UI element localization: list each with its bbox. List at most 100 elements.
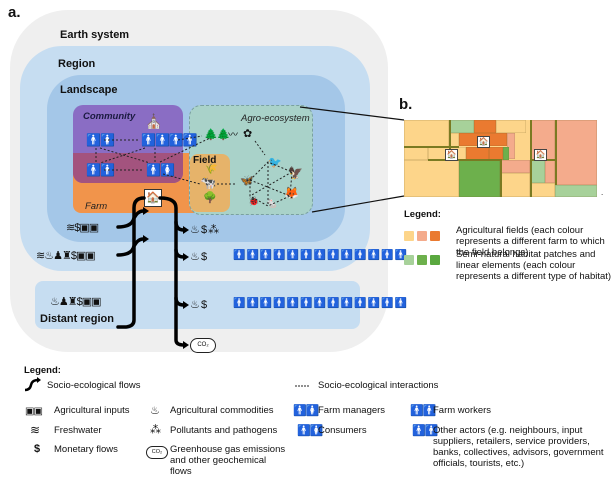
consumer-icon: 🚹 xyxy=(394,298,407,309)
church-icon: ⛪ xyxy=(145,113,162,129)
consumer-icon: 🚹 xyxy=(259,250,273,261)
map-patch xyxy=(500,173,530,197)
dollar-icon: $ xyxy=(76,296,83,308)
inflow-row-distant: ♨♟♜$▣▣ xyxy=(50,296,102,308)
field-label: Field xyxy=(193,155,217,166)
hedgerow xyxy=(555,120,557,185)
map-patch xyxy=(474,120,496,133)
hedgerow xyxy=(449,120,451,160)
consumer-icon: 🚹 xyxy=(286,298,300,309)
map-patch xyxy=(496,120,526,133)
interaction-line xyxy=(177,135,203,141)
panel-b-label: b. xyxy=(399,96,413,113)
legend-freshwater: Freshwater xyxy=(54,425,102,436)
consumer-icon: 🚹 xyxy=(273,298,286,309)
dollar-icon: $ xyxy=(74,222,80,234)
map-patch xyxy=(530,160,545,183)
dollar-icon: $ xyxy=(200,251,207,263)
farm-managers-icon-farm: 🚹🚺 xyxy=(146,163,175,177)
consumer-icon: 🚹 xyxy=(300,250,313,261)
river-icon: 〰 xyxy=(228,130,238,141)
map-patch xyxy=(507,133,515,159)
consumer-icon: 🚹 xyxy=(380,298,394,309)
arrowhead xyxy=(143,235,149,243)
swatch xyxy=(430,230,440,241)
consumers-row-region: 🚹🚹🚹🚹🚹🚹🚹🚹🚹🚹🚹🚹🚹 xyxy=(233,250,407,262)
habitat-legend-text: Semi-natural habitat patches and linear … xyxy=(456,249,612,282)
interaction-line xyxy=(249,179,291,197)
consumers-icon: 🚹🚹🚹🚹 xyxy=(141,133,198,147)
consumer-icon: 🚹 xyxy=(380,250,394,261)
hedgerow xyxy=(530,120,532,197)
consumer-icon: 🚹 xyxy=(394,250,407,261)
farm-managers-icon: 🚹🚺 xyxy=(86,133,115,147)
agricultural-commodities-icon: ♨ xyxy=(44,250,54,262)
interaction-line xyxy=(99,147,146,164)
legend-managers: Farm managers xyxy=(318,405,386,416)
landscape-label: Landscape xyxy=(60,84,118,96)
legend-consumers: Consumers xyxy=(318,425,367,436)
consumer-icon: 🚹 xyxy=(300,298,313,309)
consumer-icon: 🚹 xyxy=(340,298,354,309)
map-patch xyxy=(404,120,449,147)
interaction-line xyxy=(254,140,266,156)
consumer-icon: 🚹 xyxy=(367,298,380,309)
consumer-icon: 🚹 xyxy=(246,250,259,261)
consumer-icon: 🚹 xyxy=(233,298,246,309)
consumer-icon: 🚹 xyxy=(313,250,327,261)
agricultural-inputs-icon: ▣▣ xyxy=(81,296,102,308)
distant-region-box xyxy=(35,281,360,329)
map-patch xyxy=(503,147,509,160)
consumer-icon: 🚹 xyxy=(286,250,300,261)
field-color-swatches xyxy=(404,227,443,245)
swatch xyxy=(404,230,414,241)
zoom-line-bottom xyxy=(311,195,405,213)
legend-title: Legend: xyxy=(24,365,61,376)
consumer-icon: 🚹 xyxy=(246,298,259,309)
bird-icon: 🐦 xyxy=(268,157,282,169)
pollutants-icon: ⁂ xyxy=(150,424,161,436)
earth-system-label: Earth system xyxy=(60,29,130,41)
legend-flows: Socio-ecological flows xyxy=(47,380,141,391)
map-patch xyxy=(489,147,503,160)
tree-icon: 🌳 xyxy=(203,192,217,204)
insect-icon: 🐞 xyxy=(248,196,259,206)
farm-workers-icon: 🚹🚹 xyxy=(86,163,115,177)
flow-path-region-in xyxy=(116,237,145,257)
legend-inputs: Agricultural inputs xyxy=(54,405,130,416)
crop-icon: 🌾 xyxy=(205,164,217,175)
fox-icon: 🦊 xyxy=(284,186,299,200)
other-actors-icon: 🚹🚹 xyxy=(412,425,438,437)
consumers-icon: 🚹🚺 xyxy=(297,425,323,437)
outflow-row-region: ♨ $ xyxy=(190,251,207,263)
agricultural-commodities-icon: ♨ xyxy=(190,224,200,236)
arrowhead xyxy=(183,253,189,261)
outflow-row-distant: ♨ $ xyxy=(190,299,207,311)
map-patch xyxy=(449,120,474,133)
legend-interactions: Socio-ecological interactions xyxy=(318,380,439,391)
eagle-icon: 🦅 xyxy=(288,166,303,180)
agricultural-commodities-icon: ♨ xyxy=(50,296,60,308)
map-patch xyxy=(555,120,597,185)
dollar-icon: $ xyxy=(200,299,207,311)
zoom-line-top xyxy=(299,106,405,121)
flow-path-landscape-in xyxy=(116,209,145,229)
flower-icon: ✿ xyxy=(243,128,252,140)
dollar-icon: $ xyxy=(200,224,207,236)
interaction-line xyxy=(249,171,293,197)
agricultural-inputs-icon: ▣▣ xyxy=(25,406,43,417)
agricultural-commodities-icon: ♨ xyxy=(190,299,200,311)
map-dot: . xyxy=(601,188,604,197)
consumer-icon: 🚹 xyxy=(354,250,367,261)
interaction-line xyxy=(162,173,201,185)
legend-workers: Farm workers xyxy=(433,405,492,416)
map-patch xyxy=(555,185,597,197)
map-patch xyxy=(428,147,450,160)
dollar-icon: $ xyxy=(70,250,77,262)
swatch xyxy=(417,254,427,265)
inflow-row-region: ≋♨♟♜$▣▣ xyxy=(36,250,96,262)
arrowhead xyxy=(183,341,189,349)
agro-ecosystem-label: Agro-ecosystem xyxy=(241,113,310,124)
map-patch xyxy=(530,183,555,197)
distant-region-label: Distant region xyxy=(40,313,114,325)
